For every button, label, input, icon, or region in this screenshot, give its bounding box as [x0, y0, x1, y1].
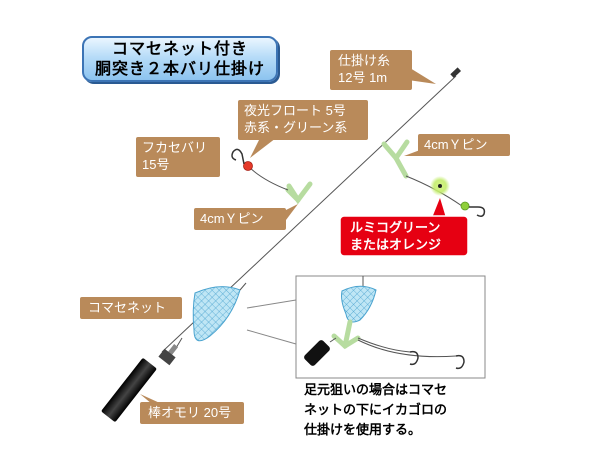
float-label-1: 夜光フロート 5号 — [244, 103, 346, 118]
hook-label-1: フカセバリ — [142, 140, 208, 155]
lumi-label-2: またはオレンジ — [350, 237, 442, 252]
bubble-y-pin-lower — [194, 204, 298, 230]
title-line-1: コマセネット付き — [111, 41, 248, 58]
top-swivel-icon — [450, 67, 462, 78]
hook-label-2: 15号 — [142, 157, 170, 172]
sinker-icon — [101, 337, 183, 422]
sinker-label: 棒オモリ 20号 — [148, 405, 232, 420]
komase-net-icon — [192, 282, 247, 342]
main-line-label-2: 12号 1m — [338, 70, 388, 85]
y-pin-lower-label: 4cmＹピン — [200, 211, 264, 226]
hook-left-icon — [231, 148, 245, 165]
bubble-float — [238, 100, 368, 158]
inset-box — [246, 275, 486, 379]
description-line-3: 仕掛けを使用する。 — [304, 422, 422, 437]
net-label: コマセネット — [88, 300, 167, 315]
description-line-2: ネットの下にイカゴロの — [304, 402, 448, 417]
bubble-y-pin-upper — [404, 134, 510, 156]
bubble-main-line — [330, 50, 436, 90]
inset-description: 足元狙いの場合はコマセ ネットの下にイカゴロの 仕掛けを使用する。 — [304, 380, 504, 440]
bubble-net — [80, 297, 182, 319]
green-float-icon — [460, 201, 470, 211]
title-badge: コマセネット付き 胴突き２本バリ仕掛け — [82, 36, 278, 82]
main-line-label-1: 仕掛け糸 — [338, 53, 391, 68]
lower-y-pin — [247, 165, 313, 205]
description-line-1: 足元狙いの場合はコマセ — [304, 382, 448, 397]
title-line-2: 胴突き２本バリ仕掛け — [94, 61, 265, 78]
y-pin-upper-label: 4cmＹピン — [424, 137, 488, 152]
hook-right-icon — [469, 206, 486, 218]
bubble-hook — [136, 137, 220, 177]
float-label-2: 赤系・グリーン系 — [244, 120, 348, 135]
bubble-lumi — [339, 198, 469, 257]
red-float-icon — [243, 161, 253, 171]
bubble-sinker — [140, 394, 244, 424]
lumi-label-1: ルミコグリーン — [350, 220, 441, 235]
glow-bead-icon — [430, 176, 450, 196]
